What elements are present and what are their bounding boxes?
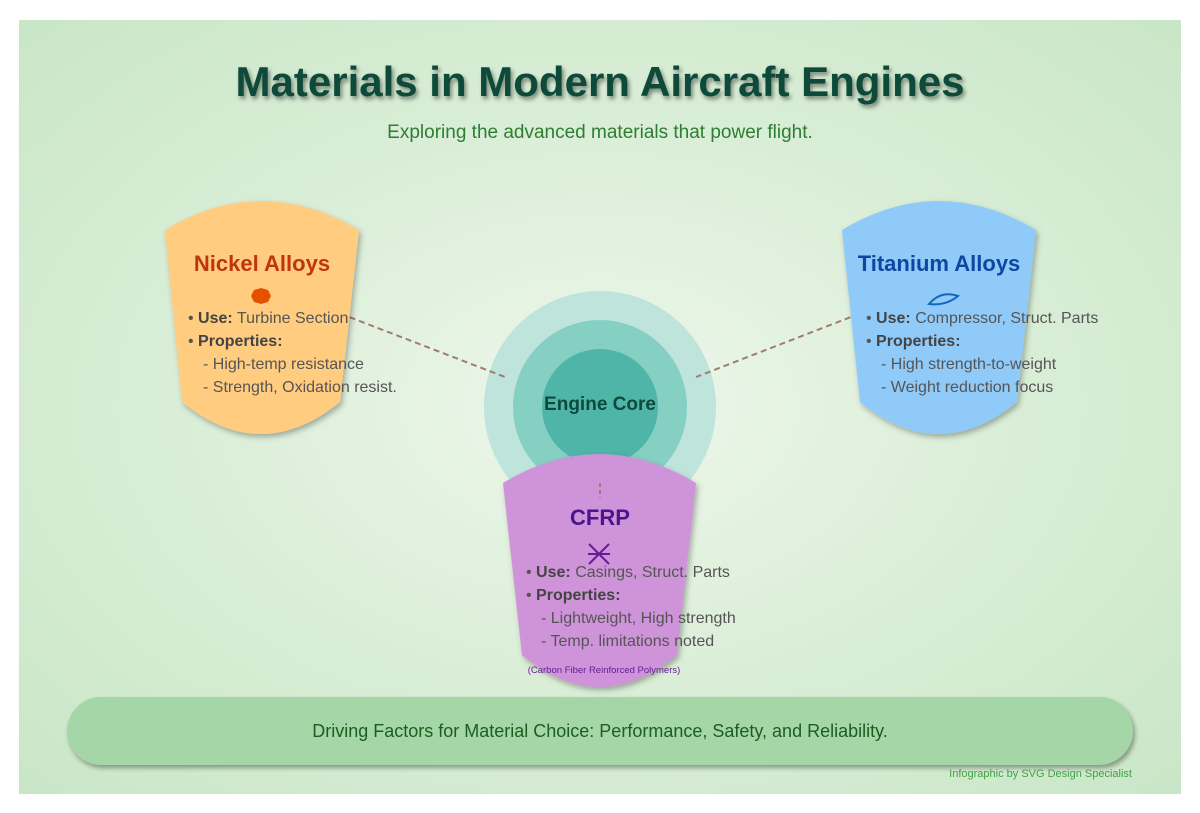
cfrp-card-details: • Use: Casings, Struct. Parts • Properti… bbox=[526, 561, 736, 653]
cfrp-card-title: CFRP bbox=[570, 505, 630, 530]
nickel-property-2: - Strength, Oxidation resist. bbox=[203, 379, 397, 396]
core-ring-inner bbox=[542, 349, 658, 465]
connector-titanium bbox=[695, 309, 870, 378]
titanium-property-1: - High strength-to-weight bbox=[881, 356, 1057, 373]
card-titanium-shape bbox=[842, 201, 1036, 434]
nickel-use-value: Turbine Section bbox=[236, 310, 349, 327]
page-title: Materials in Modern Aircraft Engines bbox=[235, 58, 965, 105]
infographic-canvas: Materials in Modern Aircraft Engines Exp… bbox=[19, 20, 1181, 794]
connector-nickel bbox=[330, 309, 506, 378]
driving-factors-banner: Driving Factors for Material Choice: Per… bbox=[67, 697, 1133, 765]
banner-text: Driving Factors for Material Choice: Per… bbox=[312, 720, 888, 741]
cfrp-property-2: - Temp. limitations noted bbox=[541, 633, 715, 650]
nickel-property-1: - High-temp resistance bbox=[203, 356, 364, 373]
titanium-use-label: Use: bbox=[876, 310, 911, 327]
fiber-weave-icon bbox=[588, 543, 610, 565]
credit-text: Infographic by SVG Design Specialist bbox=[949, 768, 1132, 780]
titanium-card-details: • Use: Compressor, Struct. Parts • Prope… bbox=[866, 307, 1098, 399]
titanium-property-2: - Weight reduction focus bbox=[881, 379, 1054, 396]
flame-icon bbox=[251, 288, 271, 304]
titanium-properties-label: Properties: bbox=[876, 333, 961, 350]
blade-icon bbox=[927, 293, 960, 306]
titanium-card-title: Titanium Alloys bbox=[857, 251, 1021, 276]
cfrp-use-value: Casings, Struct. Parts bbox=[575, 564, 730, 581]
titanium-use-value: Compressor, Struct. Parts bbox=[915, 310, 1099, 327]
nickel-card-details: • Use: Turbine Section • Properties: - H… bbox=[188, 307, 397, 399]
engine-core-label: Engine Core bbox=[544, 394, 656, 415]
diagram-graphics bbox=[165, 201, 1036, 687]
page-subtitle: Exploring the advanced materials that po… bbox=[387, 122, 813, 143]
nickel-use-label: Use: bbox=[198, 310, 233, 327]
nickel-properties-label: Properties: bbox=[198, 333, 283, 350]
card-cfrp-shape bbox=[503, 454, 696, 687]
cfrp-properties-label: Properties: bbox=[536, 587, 621, 604]
cfrp-use-label: Use: bbox=[536, 564, 571, 581]
cfrp-property-1: - Lightweight, High strength bbox=[541, 610, 736, 627]
nickel-card-title: Nickel Alloys bbox=[193, 251, 331, 276]
cfrp-footnote: (Carbon Fiber Reinforced Polymers) bbox=[527, 665, 681, 676]
card-nickel-shape bbox=[165, 201, 359, 434]
